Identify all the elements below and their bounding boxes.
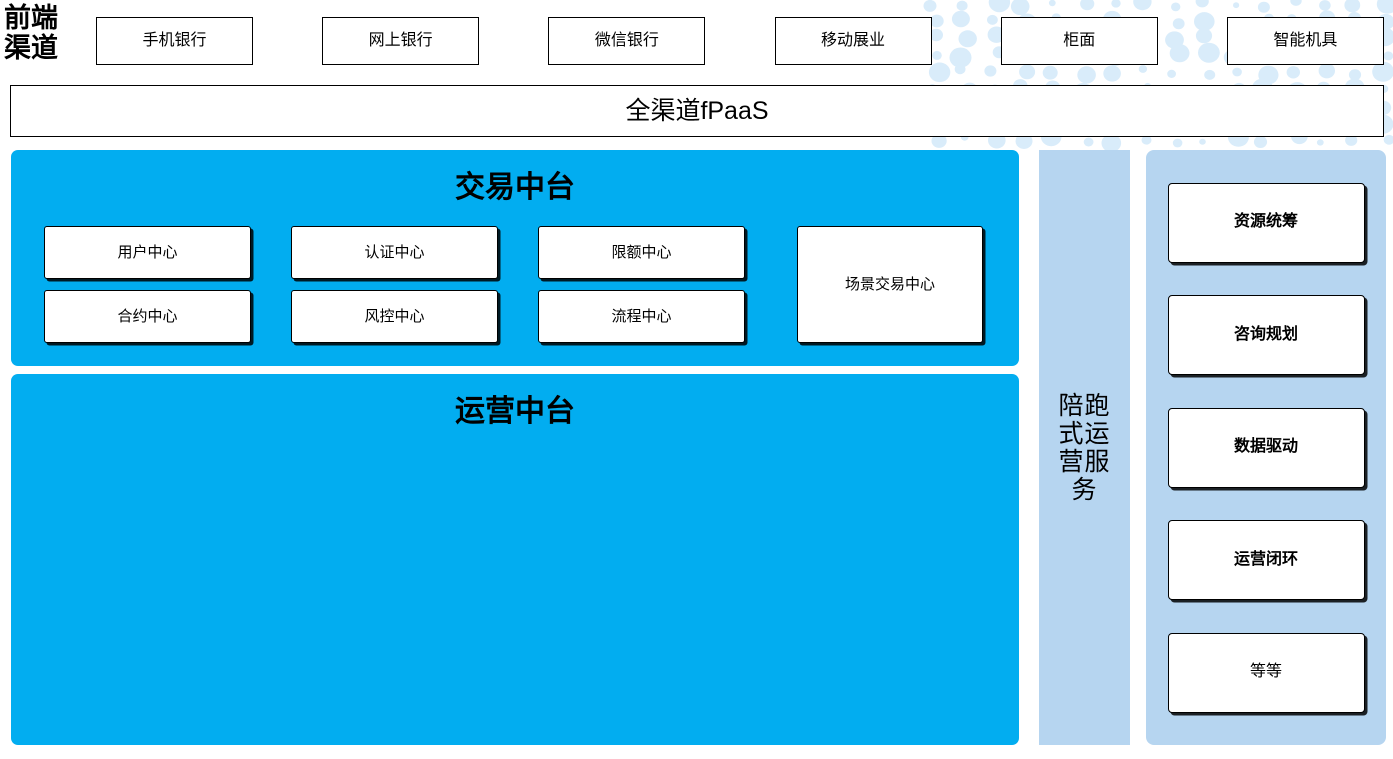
trade-box-user-center[interactable]: 用户中心 xyxy=(44,226,251,279)
trade-box-risk-center[interactable]: 风控中心 xyxy=(291,290,498,343)
channel-row: 手机银行 网上银行 微信银行 移动展业 柜面 智能机具 xyxy=(96,17,1384,65)
channel-item-online-bank[interactable]: 网上银行 xyxy=(322,17,480,65)
channel-item-mobile-bank[interactable]: 手机银行 xyxy=(96,17,253,65)
channel-item-counter[interactable]: 柜面 xyxy=(1000,17,1158,65)
capability-etc[interactable]: 等等 xyxy=(1167,632,1365,713)
front-channel-label: 前端 渠道 xyxy=(4,3,86,63)
trade-box-scenario-transaction-center[interactable]: 场景交易中心 xyxy=(797,226,983,343)
capability-resource-coordination[interactable]: 资源统筹 xyxy=(1167,182,1365,263)
ops-center-panel: 运营中台 xyxy=(11,374,1019,745)
channel-item-mobile-business[interactable]: 移动展业 xyxy=(774,17,932,65)
capability-column: 资源统筹 咨询规划 数据驱动 运营闭环 等等 xyxy=(1146,150,1386,745)
capability-operation-closed-loop[interactable]: 运营闭环 xyxy=(1167,520,1365,600)
omnichannel-fpaas-banner[interactable]: 全渠道fPaaS xyxy=(10,85,1384,137)
trade-center-panel: 交易中台 用户中心 认证中心 限额中心 合约中心 风控中心 流程中心 场景交易中… xyxy=(11,150,1019,366)
front-channel-label-line2: 渠道 xyxy=(4,33,58,64)
channel-item-smart-machine[interactable]: 智能机具 xyxy=(1226,17,1384,65)
ops-center-title: 运营中台 xyxy=(455,395,575,428)
capability-data-driven[interactable]: 数据驱动 xyxy=(1167,407,1365,488)
channel-item-wechat-bank[interactable]: 微信银行 xyxy=(548,17,706,65)
accompanying-operation-service-column: 陪跑式运营服务 xyxy=(1039,150,1130,745)
accompanying-operation-service-label: 陪跑式运营服务 xyxy=(1058,391,1111,504)
trade-box-limit-center[interactable]: 限额中心 xyxy=(538,226,745,279)
trade-box-process-center[interactable]: 流程中心 xyxy=(538,290,745,343)
trade-center-title: 交易中台 xyxy=(455,171,575,204)
front-channel-label-line1: 前端 xyxy=(4,3,58,33)
trade-box-contract-center[interactable]: 合约中心 xyxy=(44,290,251,343)
trade-box-auth-center[interactable]: 认证中心 xyxy=(291,226,498,279)
capability-consulting-planning[interactable]: 咨询规划 xyxy=(1167,295,1365,375)
